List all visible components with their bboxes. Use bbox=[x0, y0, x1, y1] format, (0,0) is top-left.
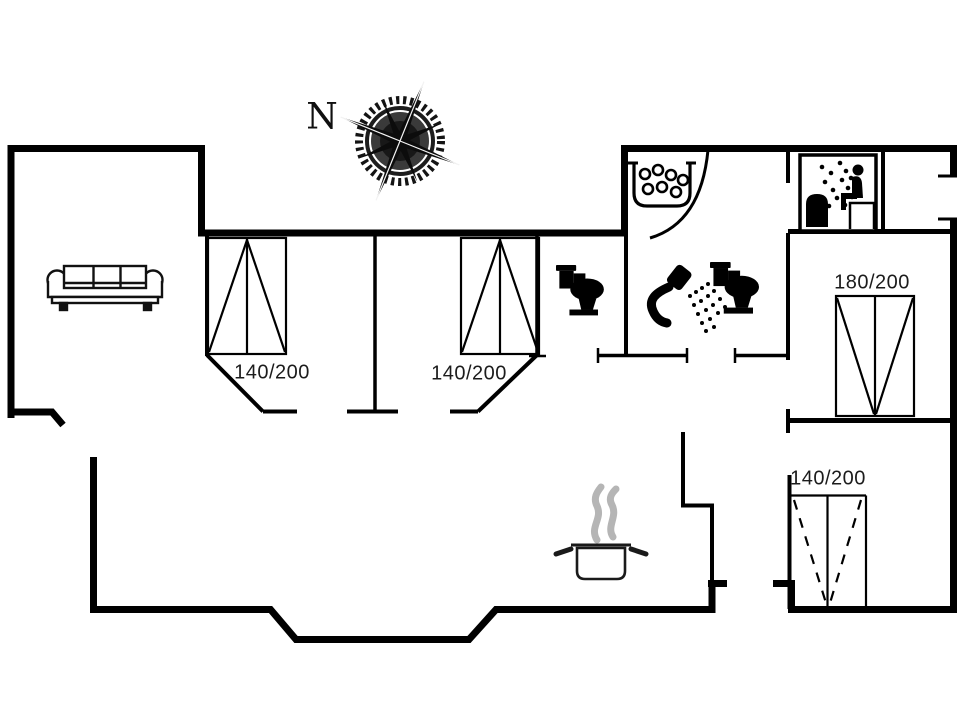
bed-4-size-label: 140/200 bbox=[790, 467, 866, 490]
bed-4 bbox=[789, 494, 868, 607]
bed-2-size-label: 140/200 bbox=[431, 362, 507, 385]
toilet-icon bbox=[710, 262, 760, 314]
cooking-pot-icon bbox=[553, 483, 649, 581]
window-caps bbox=[938, 174, 957, 221]
sauna-icon bbox=[798, 153, 878, 233]
shower-icon bbox=[646, 264, 727, 333]
door-swing-arc bbox=[649, 149, 710, 240]
bed-3-size-label: 180/200 bbox=[834, 271, 910, 294]
outer-walls bbox=[7, 145, 957, 643]
toilet-icon bbox=[556, 265, 604, 316]
bed-1 bbox=[206, 236, 288, 356]
compass-north-label: N bbox=[306, 96, 338, 138]
whirlpool-icon bbox=[628, 161, 696, 208]
sofa-icon bbox=[46, 264, 164, 312]
bed-3 bbox=[834, 294, 916, 418]
bed-2 bbox=[459, 236, 541, 356]
compass-rose-icon bbox=[340, 81, 460, 201]
bed-1-size-label: 140/200 bbox=[234, 361, 310, 384]
